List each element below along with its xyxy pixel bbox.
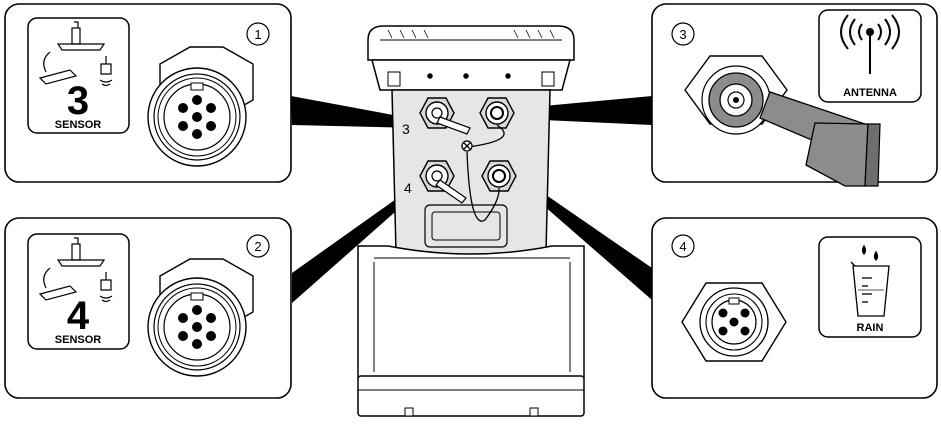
port-label-3: 3 xyxy=(402,121,410,137)
connector-5pin xyxy=(681,282,787,362)
connector-8pin-2 xyxy=(147,258,254,377)
antenna-badge: ANTENNA xyxy=(818,9,922,103)
antenna-label: ANTENNA xyxy=(843,87,897,99)
beam-4 xyxy=(520,177,652,300)
panel-4: 4 RAIN xyxy=(651,217,938,399)
device-top-cap xyxy=(367,25,575,61)
port-rain xyxy=(481,160,517,192)
beam-2 xyxy=(292,182,420,303)
rain-gauge-icon xyxy=(850,244,890,317)
cap-tether xyxy=(461,124,505,222)
sensor-3-badge: 3 SENSOR xyxy=(27,17,130,134)
port-antenna xyxy=(479,97,515,129)
sensor-4-label: SENSOR xyxy=(55,334,102,346)
rain-label: RAIN xyxy=(857,322,884,334)
device-upper-body xyxy=(371,59,571,91)
callout-number-3-circle xyxy=(671,22,695,46)
panel-1: 1 3 SENSOR xyxy=(4,3,292,183)
beam-1 xyxy=(291,96,420,128)
port-label-4: 4 xyxy=(404,180,412,196)
callout-number-1: 1 xyxy=(254,27,261,42)
antenna-icon xyxy=(840,14,900,74)
sensor-icon xyxy=(38,21,113,87)
panel-3: 3 ANTENNA xyxy=(651,3,938,187)
device-base xyxy=(357,245,585,379)
device-ports: 3 4 xyxy=(402,97,517,222)
callout-number-2-circle xyxy=(246,234,270,258)
callout-number-4-circle xyxy=(671,234,695,258)
callout-number-3: 3 xyxy=(679,27,686,42)
callout-number-2: 2 xyxy=(254,239,261,254)
port-4 xyxy=(419,160,467,204)
rain-badge: RAIN xyxy=(818,236,922,338)
sensor-4-digit: 4 xyxy=(67,294,90,338)
sensor-3-digit: 3 xyxy=(67,79,89,123)
sensor-3-label: SENSOR xyxy=(55,119,102,131)
callout-number-1-circle xyxy=(246,22,270,46)
connector-8pin-1 xyxy=(147,46,254,167)
logger-device xyxy=(357,25,585,417)
sensor-icon-2 xyxy=(38,237,113,303)
callout-number-4: 4 xyxy=(679,239,686,254)
sensor-4-badge: 4 SENSOR xyxy=(27,233,130,350)
panel-2: 2 4 SENSOR xyxy=(4,217,292,399)
antenna-connector xyxy=(684,55,881,187)
port-3 xyxy=(419,97,471,135)
